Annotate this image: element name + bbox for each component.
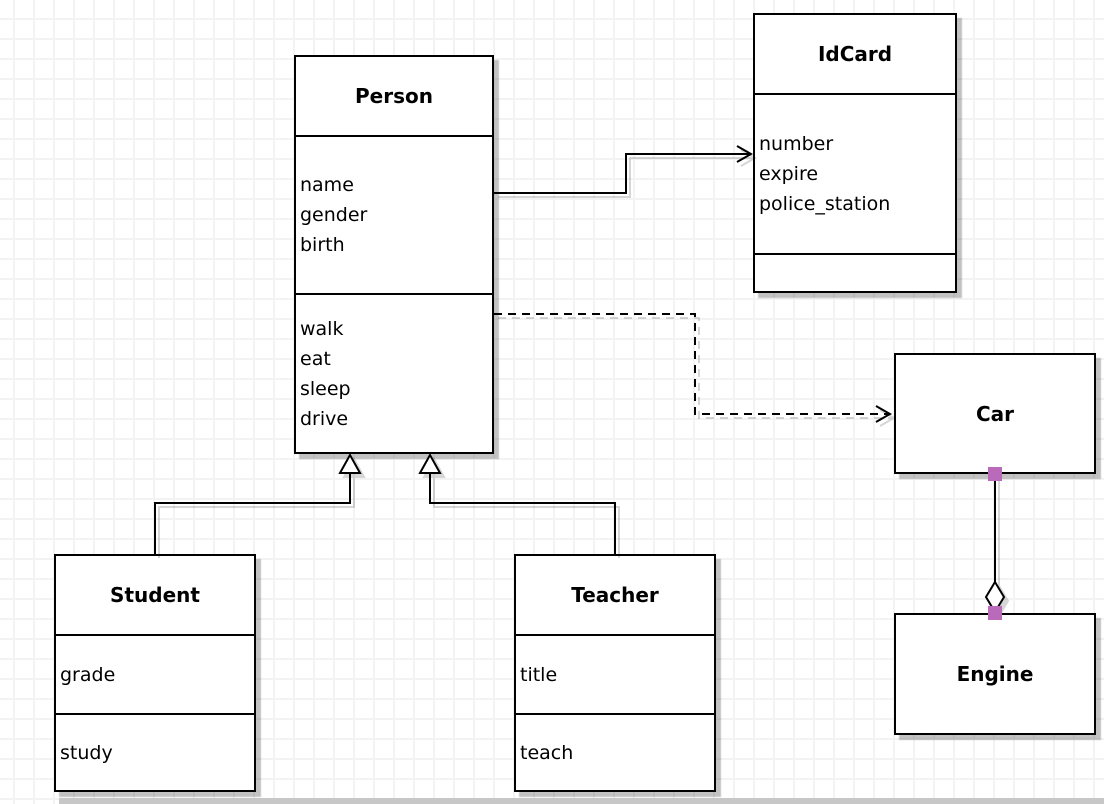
class-idcard-methods xyxy=(755,253,955,291)
class-student-methods: study xyxy=(56,713,254,790)
edge-person-car[interactable] xyxy=(494,313,893,423)
edge-person-idcard-line xyxy=(494,153,751,194)
class-idcard-attributes: number expire police_station xyxy=(755,93,955,253)
class-teacher-attributes: title xyxy=(516,634,714,713)
edge-car-engine[interactable] xyxy=(984,475,1006,614)
class-engine-title: Engine xyxy=(956,662,1034,686)
class-teacher-methods: teach xyxy=(516,713,714,790)
edge-person-car-line xyxy=(494,313,890,415)
member-label: drive xyxy=(300,407,349,430)
member-label: gender xyxy=(300,204,368,226)
member-label: number xyxy=(759,133,834,155)
member-label: name xyxy=(300,174,354,196)
class-student-title: Student xyxy=(110,583,200,607)
edge-student-person[interactable] xyxy=(154,452,362,554)
class-student-attributes: grade xyxy=(56,634,254,713)
class-person-attributes: name gender birth xyxy=(296,135,492,293)
member-label: eat xyxy=(300,347,331,370)
member-label: walk xyxy=(300,317,344,340)
class-person-methods: walk eat sleep drive xyxy=(296,293,492,452)
edge-teacher-person-line xyxy=(429,473,616,554)
page-edge-shadow xyxy=(59,798,1104,804)
open-arrowhead-idcard xyxy=(736,145,754,163)
aggregation-diamond xyxy=(984,580,1006,614)
class-teacher-title: Teacher xyxy=(571,583,659,607)
member-label: grade xyxy=(60,663,116,686)
member-label: title xyxy=(520,663,558,686)
member-label: study xyxy=(60,741,113,764)
class-engine[interactable]: Engine xyxy=(894,613,1096,735)
open-arrowhead-car xyxy=(875,405,893,423)
generalization-triangle-left xyxy=(338,452,362,474)
edge-person-idcard[interactable] xyxy=(494,145,754,194)
member-label: sleep xyxy=(300,377,351,400)
member-label: birth xyxy=(300,234,345,256)
class-teacher[interactable]: Teacher title teach xyxy=(514,554,716,792)
class-student[interactable]: Student grade study xyxy=(54,554,256,792)
class-car[interactable]: Car xyxy=(894,353,1096,474)
class-person[interactable]: Person name gender birth walk eat sleep drive xyxy=(294,55,494,454)
member-label: police_station xyxy=(759,193,891,215)
edge-student-person-line xyxy=(154,473,351,554)
class-idcard[interactable]: IdCard number expire police_station xyxy=(753,13,957,293)
class-car-title: Car xyxy=(975,401,1015,426)
class-idcard-title: IdCard xyxy=(817,42,893,66)
edge-teacher-person[interactable] xyxy=(418,452,616,554)
generalization-triangle-right xyxy=(418,452,442,474)
member-label: teach xyxy=(520,741,574,764)
class-person-title: Person xyxy=(355,84,433,108)
member-label: expire xyxy=(759,163,819,185)
